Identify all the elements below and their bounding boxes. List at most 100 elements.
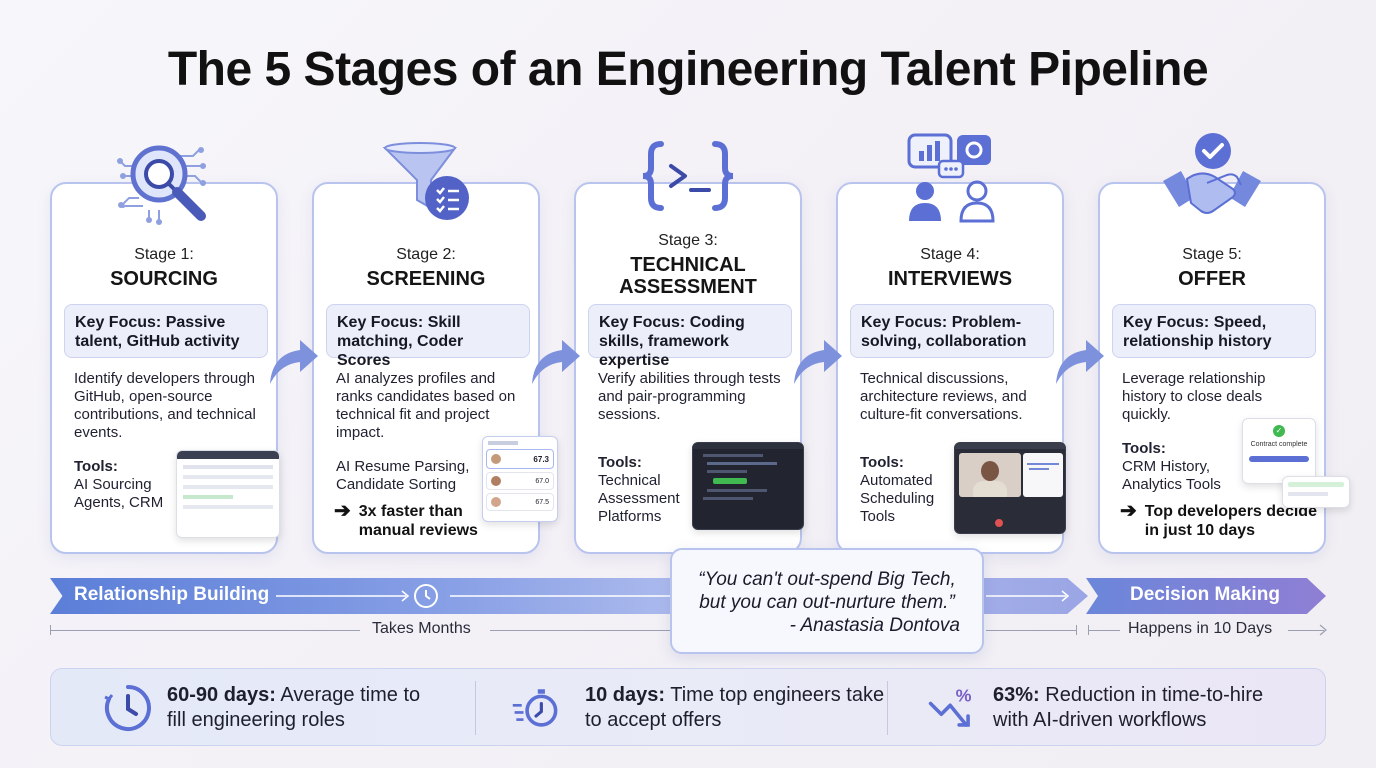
timeline-tick xyxy=(50,625,51,635)
note-text: Top developers decide in just 10 days xyxy=(1144,503,1317,539)
stage-name: TECHNICAL ASSESSMENT xyxy=(619,254,757,298)
timeline-label-right: Happens in 10 Days xyxy=(1128,620,1273,637)
people-chat-icon xyxy=(895,133,1005,224)
funnel-checklist-icon xyxy=(371,136,481,226)
stage-label: Stage 3: xyxy=(658,232,718,249)
clock-icon xyxy=(104,685,151,731)
stage-label: Stage 5: xyxy=(1182,246,1242,263)
divider xyxy=(475,681,476,735)
band-label-left: Relationship Building xyxy=(74,584,270,605)
stat-item: 60-90 days: Average time to fill enginee… xyxy=(167,683,427,733)
percent-down-icon: % xyxy=(928,686,972,727)
contract-thumbnail: ✓ Contract complete xyxy=(1242,418,1316,484)
stats-bar: 60-90 days: Average time to fill enginee… xyxy=(50,668,1326,746)
timeline-line xyxy=(986,630,1076,631)
candidate-score: 67.5 xyxy=(535,498,549,506)
band-arrow-line xyxy=(276,590,410,602)
avatar xyxy=(491,476,501,486)
stat-value: 10 days: xyxy=(585,684,666,706)
key-focus: Key Focus: Problem-solving, collaboratio… xyxy=(850,304,1054,358)
key-focus: Key Focus: Skill matching, Coder Scores xyxy=(326,304,530,369)
tools-value: Technical Assessment Platforms xyxy=(598,472,680,525)
timeline-line xyxy=(50,630,360,631)
stage-tools: Tools: CRM History, Analytics Tools xyxy=(1122,440,1262,494)
check-icon: ✓ xyxy=(1273,425,1285,437)
quote-line: “You can't out-spend Big Tech, xyxy=(698,569,956,590)
curved-arrow-icon xyxy=(270,340,318,384)
contract-title: Contract complete xyxy=(1250,441,1308,448)
curved-arrow-icon xyxy=(532,340,580,384)
avatar xyxy=(491,454,501,464)
stage-card-screening: Stage 2: SCREENING Key Focus: Skill matc… xyxy=(312,142,558,554)
stat-item: 10 days: Time top engineers take to acce… xyxy=(585,683,885,733)
stat-text: Average time to fill engineering roles xyxy=(167,684,421,731)
stat-value: 60-90 days: xyxy=(167,684,276,706)
stage-description: Verify abilities through tests and pair-… xyxy=(598,370,781,423)
tools-value: AI Sourcing Agents, CRM xyxy=(74,476,164,511)
timeline-line xyxy=(1088,630,1120,631)
crm-screenshot-thumbnail xyxy=(176,450,280,538)
clock-icon xyxy=(414,584,438,608)
video-call-thumbnail xyxy=(954,442,1066,534)
key-focus: Key Focus: Coding skills, framework expe… xyxy=(588,304,792,369)
key-focus: Key Focus: Passive talent, GitHub activi… xyxy=(64,304,268,358)
stage-card-offer: Stage 5: OFFER Key Focus: Speed, relatio… xyxy=(1098,133,1350,554)
stage-name: OFFER xyxy=(1178,268,1246,290)
stage-description: Leverage relationship history to close d… xyxy=(1122,370,1266,423)
code-editor-thumbnail xyxy=(692,442,804,530)
candidate-score: 67.0 xyxy=(535,477,549,485)
stage-description: Identify developers through GitHub, open… xyxy=(74,370,256,441)
candidate-score: 67.3 xyxy=(533,454,549,464)
tools-label: Tools: xyxy=(598,454,642,471)
stage-label: Stage 2: xyxy=(396,246,456,263)
tools-label: Tools: xyxy=(860,454,904,471)
stage-tools: Tools: AI Sourcing Agents, CRM xyxy=(74,458,194,512)
code-braces-icon xyxy=(633,138,743,228)
stage-label: Stage 1: xyxy=(134,246,194,263)
key-focus: Key Focus: Speed, relationship history xyxy=(1112,304,1316,358)
timeline-tick xyxy=(1076,625,1077,635)
decision-making-band xyxy=(1086,578,1326,614)
stat-value: 63%: xyxy=(993,684,1040,706)
stage-name: INTERVIEWS xyxy=(887,268,1013,290)
stat-text: Reduction in time-to-hire with AI-driven… xyxy=(993,684,1264,731)
stage-note: ➔ 3x faster than manual reviews xyxy=(334,500,514,540)
quote-box: “You can't out-spend Big Tech, but you c… xyxy=(670,548,984,654)
end-call-icon xyxy=(995,519,1003,527)
timeline-line xyxy=(490,630,670,631)
arrow-right-icon: ➔ xyxy=(334,500,351,522)
arrow-right-icon xyxy=(1319,624,1327,636)
quote-attribution: - Anastasia Dontova xyxy=(789,615,960,636)
band-arrow-line xyxy=(450,595,670,597)
curved-arrow-icon xyxy=(1056,340,1104,384)
timeline-label-left: Takes Months xyxy=(372,620,471,637)
notification-thumbnail xyxy=(1282,476,1350,508)
stage-tools: Tools: Automated Scheduling Tools xyxy=(860,454,960,526)
band-arrow-line xyxy=(986,590,1070,602)
stage-label: Stage 4: xyxy=(920,246,980,263)
stopwatch-icon xyxy=(512,689,558,727)
candidate-ranking-thumbnail: 67.3 67.0 67.5 xyxy=(482,436,558,522)
svg-text:%: % xyxy=(956,686,972,706)
video-participant xyxy=(959,453,1021,497)
handshake-check-icon xyxy=(1157,133,1267,224)
page-title: The 5 Stages of an Engineering Talent Pi… xyxy=(167,43,1209,96)
stage-name: SCREENING xyxy=(366,268,486,290)
tools-value: Automated Scheduling Tools xyxy=(860,472,935,525)
stage-description: AI analyzes profiles and ranks candidate… xyxy=(336,370,516,441)
tools-label: Tools: xyxy=(74,458,118,475)
tools-label: Tools: xyxy=(1122,440,1166,457)
quote-line: but you can out-nurture them.” xyxy=(699,592,955,613)
curved-arrow-icon xyxy=(794,340,842,384)
avatar xyxy=(491,497,501,507)
timeline-line xyxy=(1288,630,1324,631)
stage-name: SOURCING xyxy=(110,268,218,290)
stage-description: Technical discussions, architecture revi… xyxy=(860,370,1027,423)
stage-tools: AI Resume Parsing, Candidate Sorting xyxy=(336,458,470,493)
note-text: 3x faster than manual reviews xyxy=(358,503,478,539)
whiteboard-panel xyxy=(1023,453,1063,497)
tools-value: CRM History, Analytics Tools xyxy=(1122,458,1221,493)
stage-tools: Tools: Technical Assessment Platforms xyxy=(598,454,708,526)
stage-card-sourcing: Stage 1: SOURCING Key Focus: Passive tal… xyxy=(50,145,280,554)
stage-note: ➔ Top developers decide in just 10 days xyxy=(1120,501,1320,540)
